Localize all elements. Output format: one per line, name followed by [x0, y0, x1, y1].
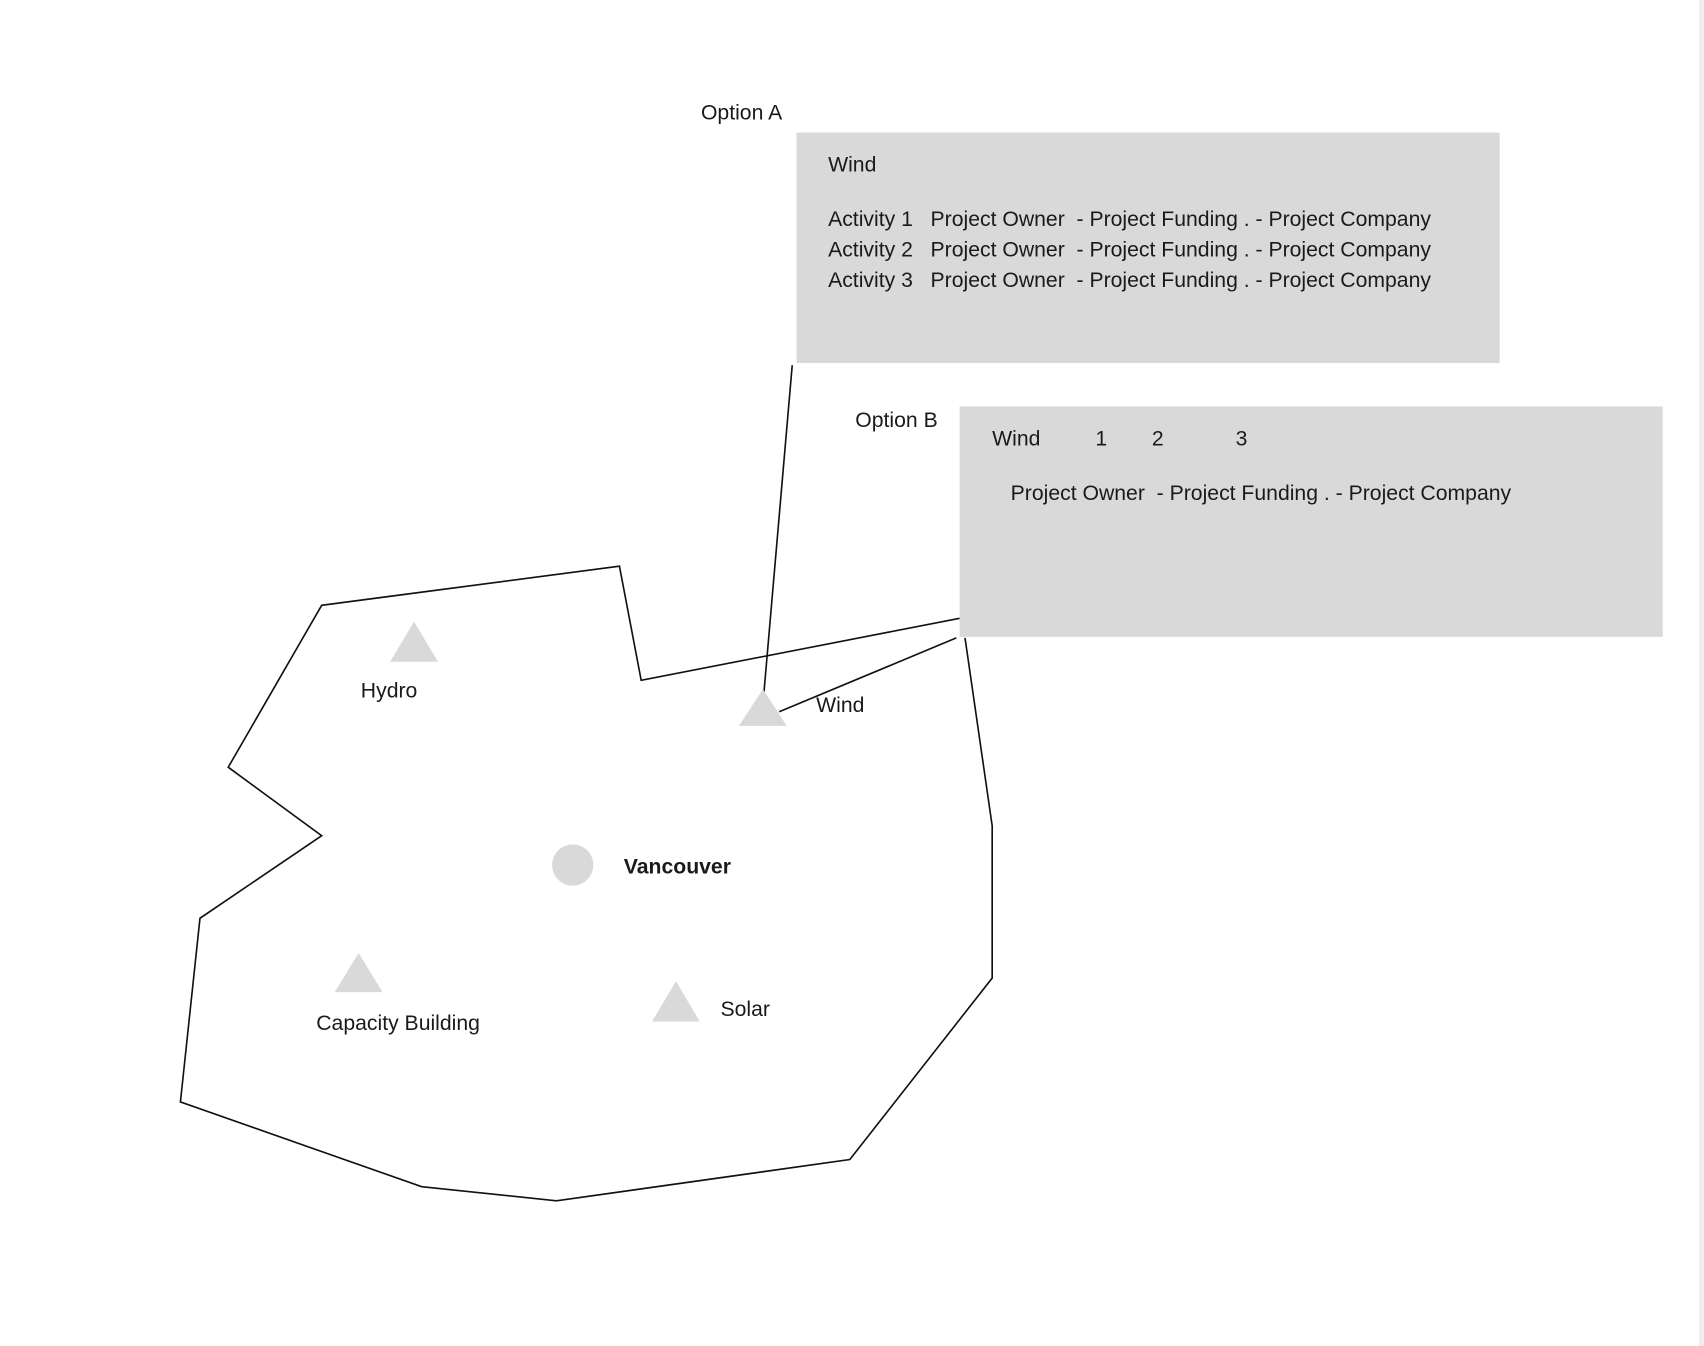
vancouver-city-icon[interactable] — [552, 844, 594, 886]
option-b-title: Wind — [992, 428, 1040, 451]
option-a-label: Option A — [701, 102, 783, 125]
vancouver-label: Vancouver — [624, 856, 731, 879]
option-b-box[interactable] — [959, 406, 1663, 637]
wind-triangle-icon[interactable] — [738, 688, 787, 726]
solar-triangle-icon[interactable] — [652, 981, 700, 1022]
option-b-row: Project Owner - Project Funding . - Proj… — [1011, 482, 1512, 505]
option-a-row-3: Activity 3 Project Owner - Project Fundi… — [828, 269, 1431, 292]
option-a-title: Wind — [828, 154, 876, 177]
option-a-box[interactable] — [796, 132, 1500, 363]
option-b-number-2: 2 — [1152, 428, 1164, 451]
solar-label: Solar — [721, 998, 770, 1021]
capacity-building-label: Capacity Building — [316, 1012, 480, 1035]
option-a-row-2: Activity 2 Project Owner - Project Fundi… — [828, 238, 1431, 261]
option-b-number-1: 1 — [1095, 428, 1107, 451]
connector-option-a — [763, 365, 794, 693]
option-b-label: Option B — [855, 409, 937, 432]
hydro-label: Hydro — [361, 680, 418, 703]
hydro-triangle-icon[interactable] — [390, 621, 438, 662]
region-outline — [179, 565, 994, 1202]
capacity-building-triangle-icon[interactable] — [334, 953, 383, 993]
option-b-number-3: 3 — [1236, 428, 1248, 451]
option-a-row-1: Activity 1 Project Owner - Project Fundi… — [828, 208, 1431, 231]
wind-label: Wind — [816, 694, 864, 717]
scrollbar[interactable] — [1699, 0, 1704, 1346]
connector-option-b — [778, 637, 957, 713]
